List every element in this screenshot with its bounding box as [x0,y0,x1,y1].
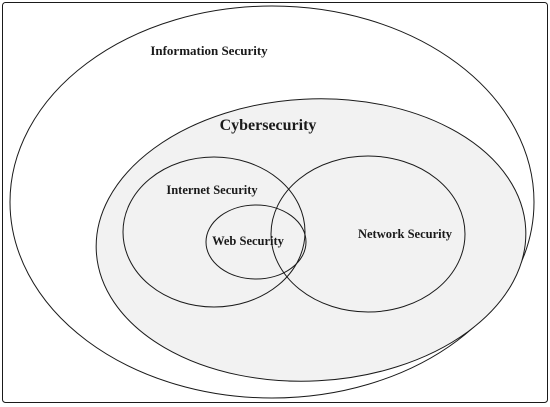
network-security-ellipse [270,155,466,313]
web-security-ellipse [205,204,307,280]
internet-security-ellipse [122,156,306,308]
internet-security-label: Internet Security [166,183,258,197]
network-security-label: Network Security [358,227,453,241]
information-security-ellipse [9,5,535,399]
information-security-label: Information Security [150,43,268,58]
cybersecurity-label: Cybersecurity [220,117,317,134]
cybersecurity-ellipse [95,98,527,382]
web-security-label: Web Security [212,234,285,248]
